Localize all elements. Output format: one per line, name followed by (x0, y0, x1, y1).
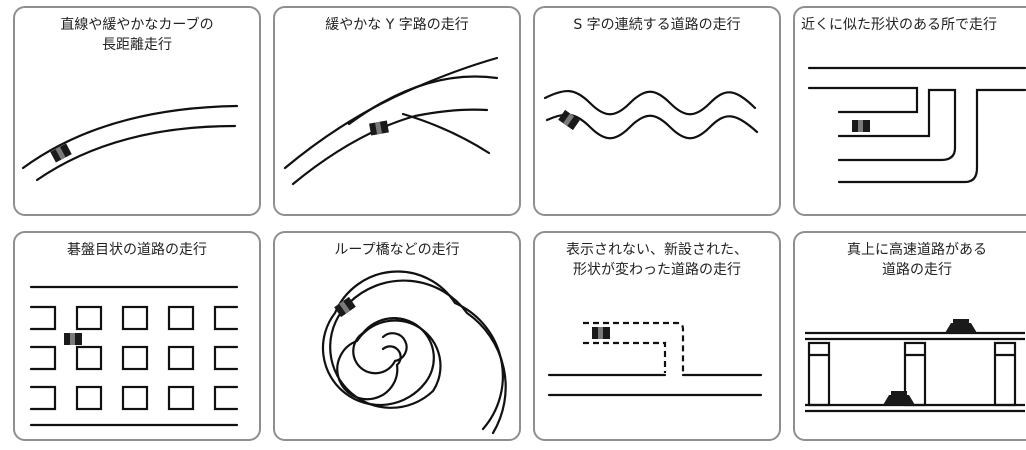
panel-long-distance: 直線や緩やかなカーブの 長距離走行 (13, 6, 261, 216)
panel-caption: 碁盤目状の道路の走行 (15, 240, 259, 260)
block (121, 385, 149, 411)
caption-line: 近くに似た形状のある所で走行 (801, 17, 997, 33)
car-icon (852, 120, 870, 132)
road-edge (807, 86, 919, 114)
block (29, 305, 57, 331)
car-icon (369, 120, 389, 136)
caption-line: S 字の連続する道路の走行 (573, 17, 741, 33)
road-edge (291, 108, 489, 186)
spiral-road-edge (321, 270, 504, 431)
block (213, 345, 239, 371)
caption-line: 形状が変わった道路の走行 (573, 262, 741, 278)
block (213, 385, 239, 411)
block (167, 345, 195, 371)
panel-caption: 真上に高速道路がある 道路の走行 (795, 240, 1026, 280)
panel-elevated-road: 真上に高速道路がある 道路の走行 (793, 231, 1026, 441)
caption-line: 長距離走行 (102, 37, 172, 53)
car-icon (883, 391, 915, 405)
caption-line: 碁盤目状の道路の走行 (67, 242, 207, 258)
road-edge (347, 75, 499, 126)
panel-caption: 緩やかな Y 字路の走行 (275, 15, 519, 35)
block (167, 385, 195, 411)
block (167, 305, 195, 331)
caption-line: 緩やかな Y 字路の走行 (325, 17, 469, 33)
panel-caption: ループ橋などの走行 (275, 240, 519, 260)
s-curve-diagram (543, 90, 759, 140)
dashed-road-edge (583, 341, 667, 373)
road-edge (545, 113, 759, 140)
pillar (993, 341, 1017, 407)
car-icon (558, 109, 580, 131)
panel-caption: 近くに似た形状のある所で走行 (801, 15, 997, 35)
elevated-road-diagram (805, 319, 1025, 413)
caption-line: 道路の走行 (882, 262, 952, 278)
panel-caption: S 字の連続する道路の走行 (535, 15, 779, 35)
caption-line: ループ橋などの走行 (334, 242, 460, 258)
panel-parallel-roads: 近くに似た形状のある所で走行 (793, 6, 1026, 216)
panel-s-curve: S 字の連続する道路の走行 (533, 6, 781, 216)
panel-y-junction: 緩やかな Y 字路の走行 (273, 6, 521, 216)
block (121, 345, 149, 371)
panel-caption: 直線や緩やかなカーブの 長距離走行 (15, 15, 259, 55)
block (75, 385, 103, 411)
block (213, 305, 239, 331)
block (29, 345, 57, 371)
car-icon (592, 327, 610, 339)
block (75, 305, 103, 331)
dashed-road-edge (583, 321, 685, 373)
caption-line: 真上に高速道路がある (847, 242, 987, 258)
panel-loop-bridge: ループ橋などの走行 (273, 231, 521, 441)
straight-road-diagram (21, 104, 239, 182)
y-junction-diagram (283, 56, 499, 186)
road-edge (35, 124, 237, 182)
car-icon (945, 319, 977, 333)
panel-unlisted-roads: 表示されない、新設された、 形状が変わった道路の走行 (533, 231, 781, 441)
panel-caption: 表示されない、新設された、 形状が変わった道路の走行 (535, 240, 779, 280)
parallel-roads-diagram (807, 66, 1026, 184)
car-icon (334, 296, 356, 318)
caption-line: 直線や緩やかなカーブの (60, 17, 214, 33)
block (75, 345, 103, 371)
car-icon (50, 143, 72, 163)
panel-grid-roads: 碁盤目状の道路の走行 (13, 231, 261, 441)
road-edge (837, 88, 1026, 184)
car-icon (64, 333, 82, 345)
block (121, 305, 149, 331)
road-edge (543, 90, 757, 116)
grid-roads-diagram (29, 285, 239, 427)
spiral-road-edge (329, 279, 507, 435)
block (29, 385, 57, 411)
road-edge (401, 112, 491, 155)
loop-bridge-diagram (321, 270, 507, 435)
caption-line: 表示されない、新設された、 (566, 242, 748, 258)
road-edge (21, 104, 239, 170)
road-edge (837, 88, 957, 162)
road-edge (283, 56, 499, 170)
unlisted-roads-diagram (547, 321, 763, 397)
pillar (807, 341, 831, 407)
